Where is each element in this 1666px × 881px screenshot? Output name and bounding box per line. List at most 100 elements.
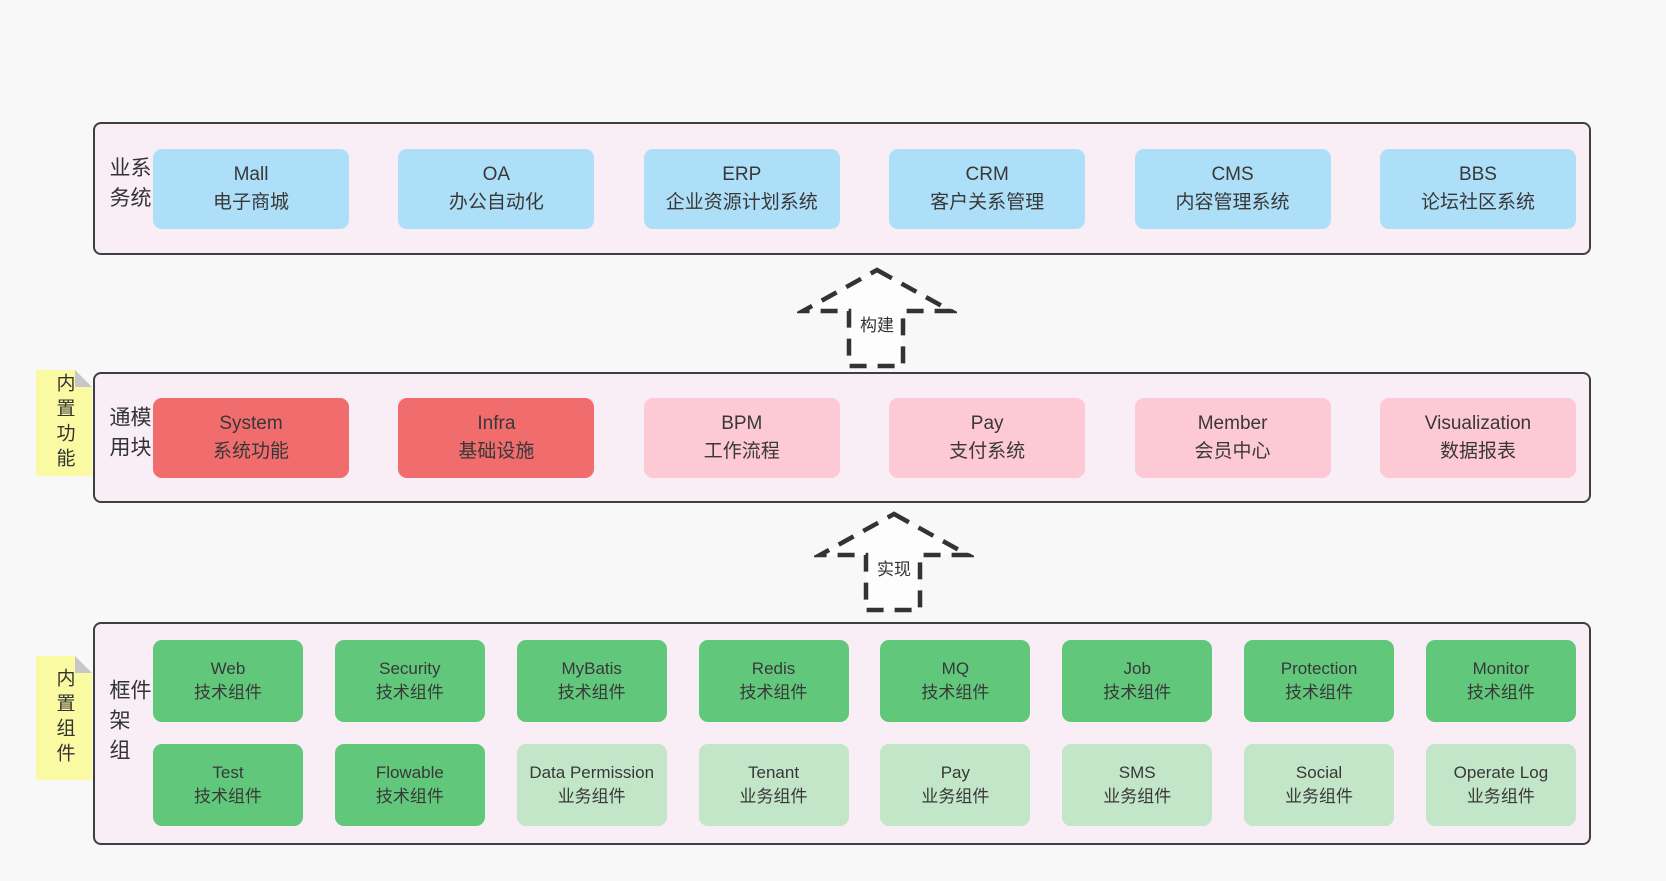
- box-name: CRM: [965, 163, 1009, 185]
- panel-framework-components: 框架组件 Web 技术组件 Security 技术组件 MyBatis 技术组件…: [93, 622, 1591, 845]
- sticky-note-built-in-features: 内置功能: [36, 370, 92, 476]
- box-operate-log: Operate Log 业务组件: [1425, 744, 1576, 826]
- modules-box-row: System 系统功能 Infra 基础设施 BPM 工作流程 Pay 支付系统…: [153, 397, 1576, 478]
- box-name: Infra: [477, 412, 516, 434]
- box-desc: 技术组件: [557, 683, 626, 702]
- box-desc: 技术组件: [194, 683, 262, 702]
- panel-label-modules: 通用模块: [107, 405, 151, 466]
- box-flowable: Flowable 技术组件: [334, 744, 485, 826]
- box-name: Pay: [970, 412, 1004, 434]
- box-desc: 办公自动化: [448, 191, 544, 213]
- box-oa: OA 办公自动化: [398, 148, 595, 229]
- box-protection: Protection 技术组件: [1244, 640, 1395, 722]
- box-name: Pay: [940, 763, 971, 782]
- box-social: Social 业务组件: [1244, 744, 1395, 826]
- box-desc: 业务组件: [1466, 787, 1535, 806]
- box-desc: 技术组件: [375, 683, 444, 702]
- box-bpm: BPM 工作流程: [643, 397, 840, 478]
- box-mall: Mall 电子商城: [153, 148, 349, 229]
- box-name: Job: [1123, 659, 1151, 678]
- box-system: System 系统功能: [153, 397, 349, 478]
- box-bbs: BBS 论坛社区系统: [1379, 148, 1576, 229]
- box-desc: 业务组件: [739, 787, 808, 806]
- box-pay-biz: Pay 业务组件: [880, 744, 1031, 826]
- box-cms: CMS 内容管理系统: [1134, 148, 1331, 229]
- box-test: Test 技术组件: [153, 744, 303, 826]
- box-infra: Infra 基础设施: [398, 397, 595, 478]
- box-desc: 业务组件: [1103, 787, 1172, 806]
- box-name: Social: [1295, 763, 1343, 782]
- arrow-label-build: 构建: [857, 310, 897, 337]
- box-name: BBS: [1458, 163, 1497, 185]
- box-data-permission: Data Permission 业务组件: [516, 744, 667, 826]
- box-desc: 支付系统: [949, 440, 1026, 462]
- sticky-note-built-in-components: 内置组件: [36, 656, 92, 780]
- box-desc: 业务组件: [557, 787, 626, 806]
- box-name: Flowable: [375, 763, 444, 782]
- box-crm: CRM 客户关系管理: [889, 148, 1086, 229]
- box-name: Member: [1197, 412, 1268, 434]
- box-visualization: Visualization 数据报表: [1379, 397, 1576, 478]
- box-desc: 技术组件: [1103, 683, 1172, 702]
- box-security: Security 技术组件: [334, 640, 485, 722]
- box-name: MyBatis: [561, 659, 622, 678]
- framework-box-row-1: Web 技术组件 Security 技术组件 MyBatis 技术组件 Redi…: [153, 640, 1576, 722]
- box-name: ERP: [722, 163, 762, 185]
- sticky-note-label: 内置组件: [53, 668, 75, 768]
- box-mq: MQ 技术组件: [880, 640, 1031, 722]
- box-name: Test: [212, 763, 244, 782]
- box-mybatis: MyBatis 技术组件: [516, 640, 667, 722]
- business-box-row: Mall 电子商城 OA 办公自动化 ERP 企业资源计划系统 CRM 客户关系…: [153, 148, 1576, 229]
- box-name: Monitor: [1472, 659, 1530, 678]
- box-web: Web 技术组件: [153, 640, 303, 722]
- box-desc: 会员中心: [1194, 440, 1271, 462]
- box-desc: 电子商城: [212, 191, 289, 213]
- box-name: Redis: [751, 659, 796, 678]
- box-name: SMS: [1118, 763, 1156, 782]
- box-tenant: Tenant 业务组件: [698, 744, 849, 826]
- box-desc: 技术组件: [194, 787, 262, 806]
- box-name: OA: [482, 163, 511, 185]
- box-member: Member 会员中心: [1134, 397, 1331, 478]
- arrow-label-implement: 实现: [874, 554, 914, 581]
- box-job: Job 技术组件: [1062, 640, 1213, 722]
- box-desc: 数据报表: [1439, 440, 1516, 462]
- box-desc: 论坛社区系统: [1420, 191, 1535, 213]
- box-desc: 企业资源计划系统: [665, 191, 818, 213]
- box-desc: 技术组件: [1285, 683, 1354, 702]
- box-redis: Redis 技术组件: [698, 640, 849, 722]
- box-name: Operate Log: [1453, 763, 1549, 782]
- box-name: MQ: [941, 659, 970, 678]
- box-desc: 业务组件: [1285, 787, 1354, 806]
- box-erp: ERP 企业资源计划系统: [643, 148, 840, 229]
- build-arrow: 构建: [797, 266, 957, 370]
- box-monitor: Monitor 技术组件: [1425, 640, 1576, 722]
- panel-label-business: 业务系统: [107, 156, 151, 217]
- box-name: Protection: [1280, 659, 1358, 678]
- implement-arrow: 实现: [814, 510, 974, 614]
- box-desc: 技术组件: [1466, 683, 1535, 702]
- box-name: System: [219, 412, 283, 434]
- panel-label-framework: 框架组件: [107, 678, 151, 769]
- box-name: CMS: [1211, 163, 1254, 185]
- box-name: BPM: [721, 412, 763, 434]
- box-name: Visualization: [1424, 412, 1532, 434]
- box-name: Security: [379, 659, 441, 678]
- box-desc: 基础设施: [458, 440, 535, 462]
- box-desc: 客户关系管理: [930, 191, 1045, 213]
- sticky-note-label: 内置功能: [53, 373, 75, 473]
- box-pay: Pay 支付系统: [889, 397, 1086, 478]
- box-desc: 技术组件: [921, 683, 990, 702]
- framework-box-row-2: Test 技术组件 Flowable 技术组件 Data Permission …: [153, 744, 1576, 826]
- box-desc: 内容管理系统: [1175, 191, 1290, 213]
- box-desc: 技术组件: [739, 683, 808, 702]
- box-desc: 业务组件: [921, 787, 990, 806]
- panel-common-modules: 通用模块 System 系统功能 Infra 基础设施 BPM 工作流程 Pay…: [93, 372, 1591, 503]
- box-sms: SMS 业务组件: [1062, 744, 1213, 826]
- box-desc: 技术组件: [375, 787, 444, 806]
- box-desc: 系统功能: [212, 440, 289, 462]
- box-name: Tenant: [748, 763, 800, 782]
- box-name: Data Permission: [529, 763, 655, 782]
- box-name: Mall: [233, 163, 269, 185]
